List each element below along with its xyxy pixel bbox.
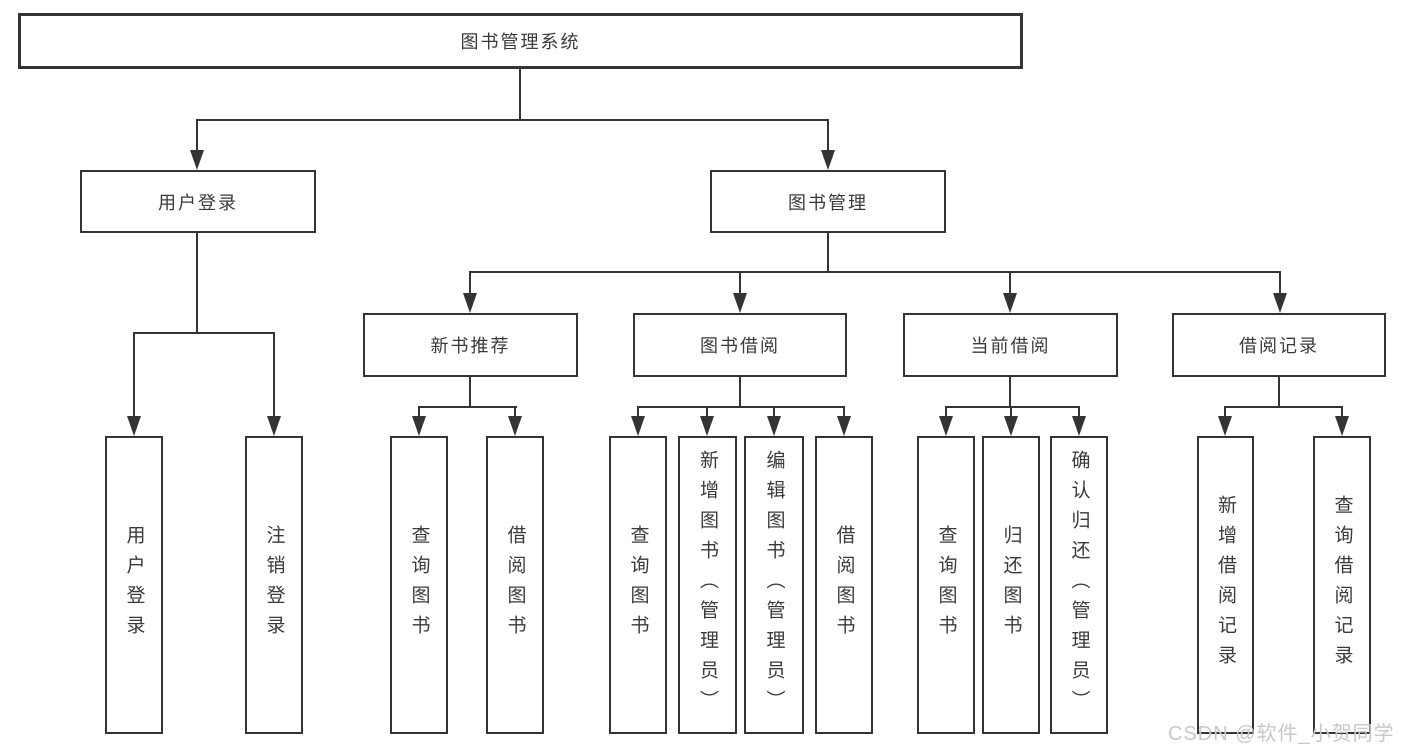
node-new-book-recommend: 新书推荐 [363,313,578,377]
connector-line [739,377,741,408]
connector-line [418,406,517,408]
connector-line [1078,406,1080,418]
leaf-query-books-3: 查询图书 [917,436,975,734]
watermark: CSDN @软件_小贺同学 [1168,723,1395,745]
leaf-user-login: 用户登录 [105,436,163,734]
connector-line [637,406,639,418]
connector-line [514,406,516,418]
arrow-down-icon [463,293,477,313]
leaf-query-books-2: 查询图书 [609,436,667,734]
node-library-management-system: 图书管理系统 [18,13,1023,69]
connector-line [196,119,198,152]
connector-line [1009,271,1011,295]
connector-line [519,69,521,121]
leaf-return-books: 归还图书 [982,436,1040,734]
arrow-down-icon [1072,416,1086,436]
node-book-management: 图书管理 [710,170,946,233]
node-user-login: 用户登录 [80,170,316,233]
connector-line [637,406,845,408]
leaf-logout-login: 注销登录 [245,436,303,734]
connector-line [1009,377,1011,408]
connector-line [469,271,471,295]
connector-line [196,119,829,121]
connector-line [1010,406,1012,418]
connector-line [945,406,947,418]
connector-line [773,406,775,418]
connector-line [945,406,1080,408]
arrow-down-icon [939,416,953,436]
arrow-down-icon [733,293,747,313]
arrow-down-icon [631,416,645,436]
arrow-down-icon [700,416,714,436]
connector-line [1278,377,1280,408]
connector-line [196,233,198,334]
arrow-down-icon [190,150,204,170]
connector-line [739,271,741,295]
connector-line [1279,271,1281,295]
leaf-query-books: 查询图书 [390,436,448,734]
leaf-confirm-return-admin: 确认归还（管理员） [1050,436,1108,734]
arrow-down-icon [1335,416,1349,436]
connector-line [418,406,420,418]
arrow-down-icon [767,416,781,436]
connector-line [469,377,471,408]
connector-line [827,233,829,273]
connector-line [1224,406,1343,408]
arrow-down-icon [1218,416,1232,436]
node-borrow-records: 借阅记录 [1172,313,1386,377]
arrow-down-icon [1003,293,1017,313]
connector-line [133,332,135,418]
arrow-down-icon [508,416,522,436]
leaf-add-books-admin: 新增图书（管理员） [678,436,737,734]
connector-line [273,332,275,418]
leaf-add-borrow-record: 新增借阅记录 [1197,436,1254,734]
leaf-borrow-books: 借阅图书 [486,436,544,734]
connector-line [843,406,845,418]
connector-line [1224,406,1226,418]
arrow-down-icon [837,416,851,436]
leaf-edit-books-admin: 编辑图书（管理员） [744,436,804,734]
arrow-down-icon [1004,416,1018,436]
connector-line [1341,406,1343,418]
leaf-query-borrow-record: 查询借阅记录 [1313,436,1371,734]
arrow-down-icon [127,416,141,436]
connector-line [469,271,1281,273]
node-current-borrowing: 当前借阅 [903,313,1118,377]
connector-line [706,406,708,418]
arrow-down-icon [821,150,835,170]
connector-line [133,332,275,334]
leaf-borrow-books-2: 借阅图书 [815,436,873,734]
connector-line [827,119,829,152]
arrow-down-icon [267,416,281,436]
arrow-down-icon [1273,293,1287,313]
node-book-borrowing: 图书借阅 [633,313,847,377]
arrow-down-icon [412,416,426,436]
